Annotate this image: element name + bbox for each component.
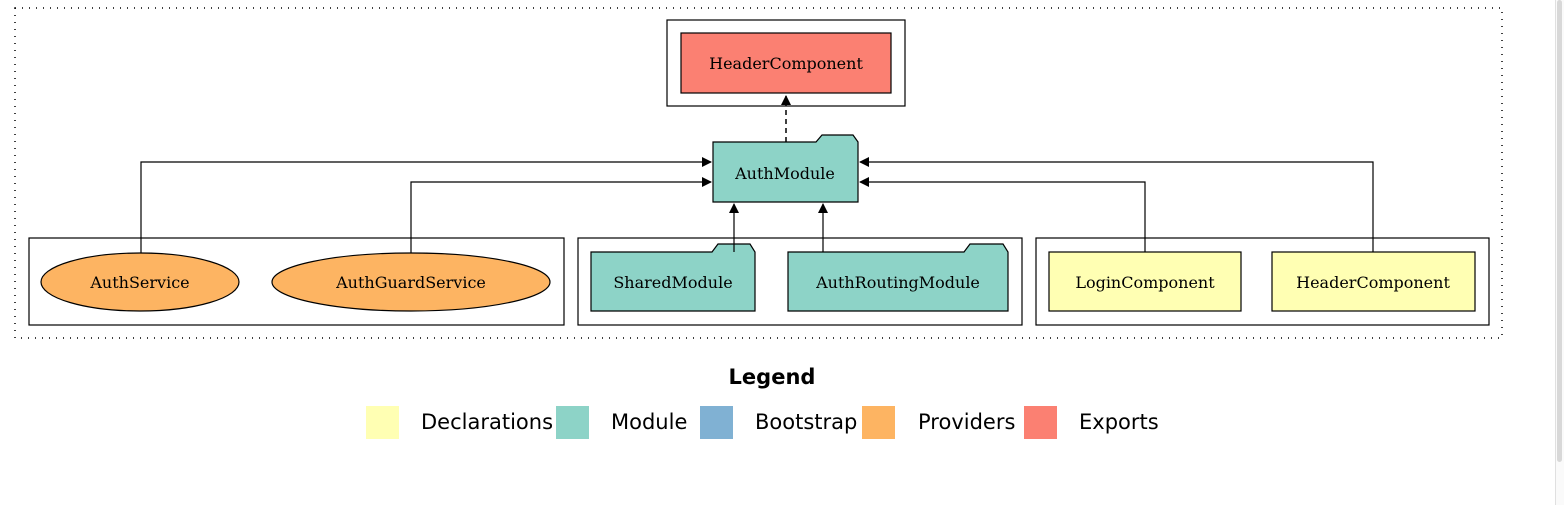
edge-authservice-to-authmodule [140, 157, 712, 253]
shared-module-node[interactable]: SharedModule [590, 243, 756, 312]
legend-label-declarations: Declarations [421, 410, 553, 434]
shared-module-folder [590, 243, 756, 312]
edge-headercomponent-to-authmodule [859, 157, 1374, 252]
declaration-header-component-node[interactable]: HeaderComponent [1271, 251, 1476, 312]
scrollbar-thumb[interactable] [1557, 0, 1562, 462]
auth-service-node[interactable]: AuthService [40, 252, 240, 312]
legend-label-providers: Providers [918, 410, 1015, 434]
legend-swatch-providers [862, 406, 895, 439]
legend-item-providers: Providers [862, 406, 1015, 439]
legend-label-bootstrap: Bootstrap [755, 410, 857, 434]
declaration-header-component-box [1271, 251, 1476, 312]
export-header-component-label: HeaderComponent [709, 54, 863, 73]
auth-service-ellipse [40, 252, 240, 312]
login-component-box [1048, 251, 1242, 312]
auth-service-label: AuthService [89, 273, 189, 292]
login-component-node[interactable]: LoginComponent [1048, 251, 1242, 312]
declarations-cluster [1035, 237, 1490, 326]
legend-swatch-module [556, 406, 589, 439]
edge-authguardservice-to-authmodule [410, 177, 712, 253]
legend-item-module: Module [556, 406, 687, 439]
legend-item-exports: Exports [1024, 406, 1159, 439]
legend-item-bootstrap: Bootstrap [700, 406, 857, 439]
auth-module-folder [712, 134, 859, 203]
legend-swatch-bootstrap [700, 406, 733, 439]
vertical-scrollbar[interactable] [1555, 0, 1564, 505]
legend-swatch-declarations [366, 406, 399, 439]
declaration-header-component-label: HeaderComponent [1296, 273, 1450, 292]
edge-logincomponent-to-authmodule [859, 177, 1146, 252]
auth-routing-module-label: AuthRoutingModule [815, 273, 980, 292]
auth-module-label: AuthModule [734, 164, 835, 183]
legend-swatch-exports [1024, 406, 1057, 439]
auth-routing-module-folder [787, 243, 1009, 312]
shared-module-label: SharedModule [613, 273, 732, 292]
auth-routing-module-node[interactable]: AuthRoutingModule [787, 243, 1009, 312]
export-header-component-node[interactable]: HeaderComponent [680, 32, 892, 94]
imports-cluster [577, 237, 1023, 326]
auth-guard-service-label: AuthGuardService [335, 273, 486, 292]
legend-title: Legend [729, 365, 816, 389]
outer-cluster [14, 7, 1503, 339]
legend-label-exports: Exports [1079, 410, 1159, 434]
export-header-component-box [680, 32, 892, 94]
login-component-label: LoginComponent [1075, 273, 1215, 292]
legend-item-declarations: Declarations [366, 406, 553, 439]
auth-guard-service-node[interactable]: AuthGuardService [271, 252, 551, 312]
auth-module-node[interactable]: AuthModule [712, 134, 859, 203]
legend-label-module: Module [611, 410, 687, 434]
providers-cluster [28, 237, 565, 326]
